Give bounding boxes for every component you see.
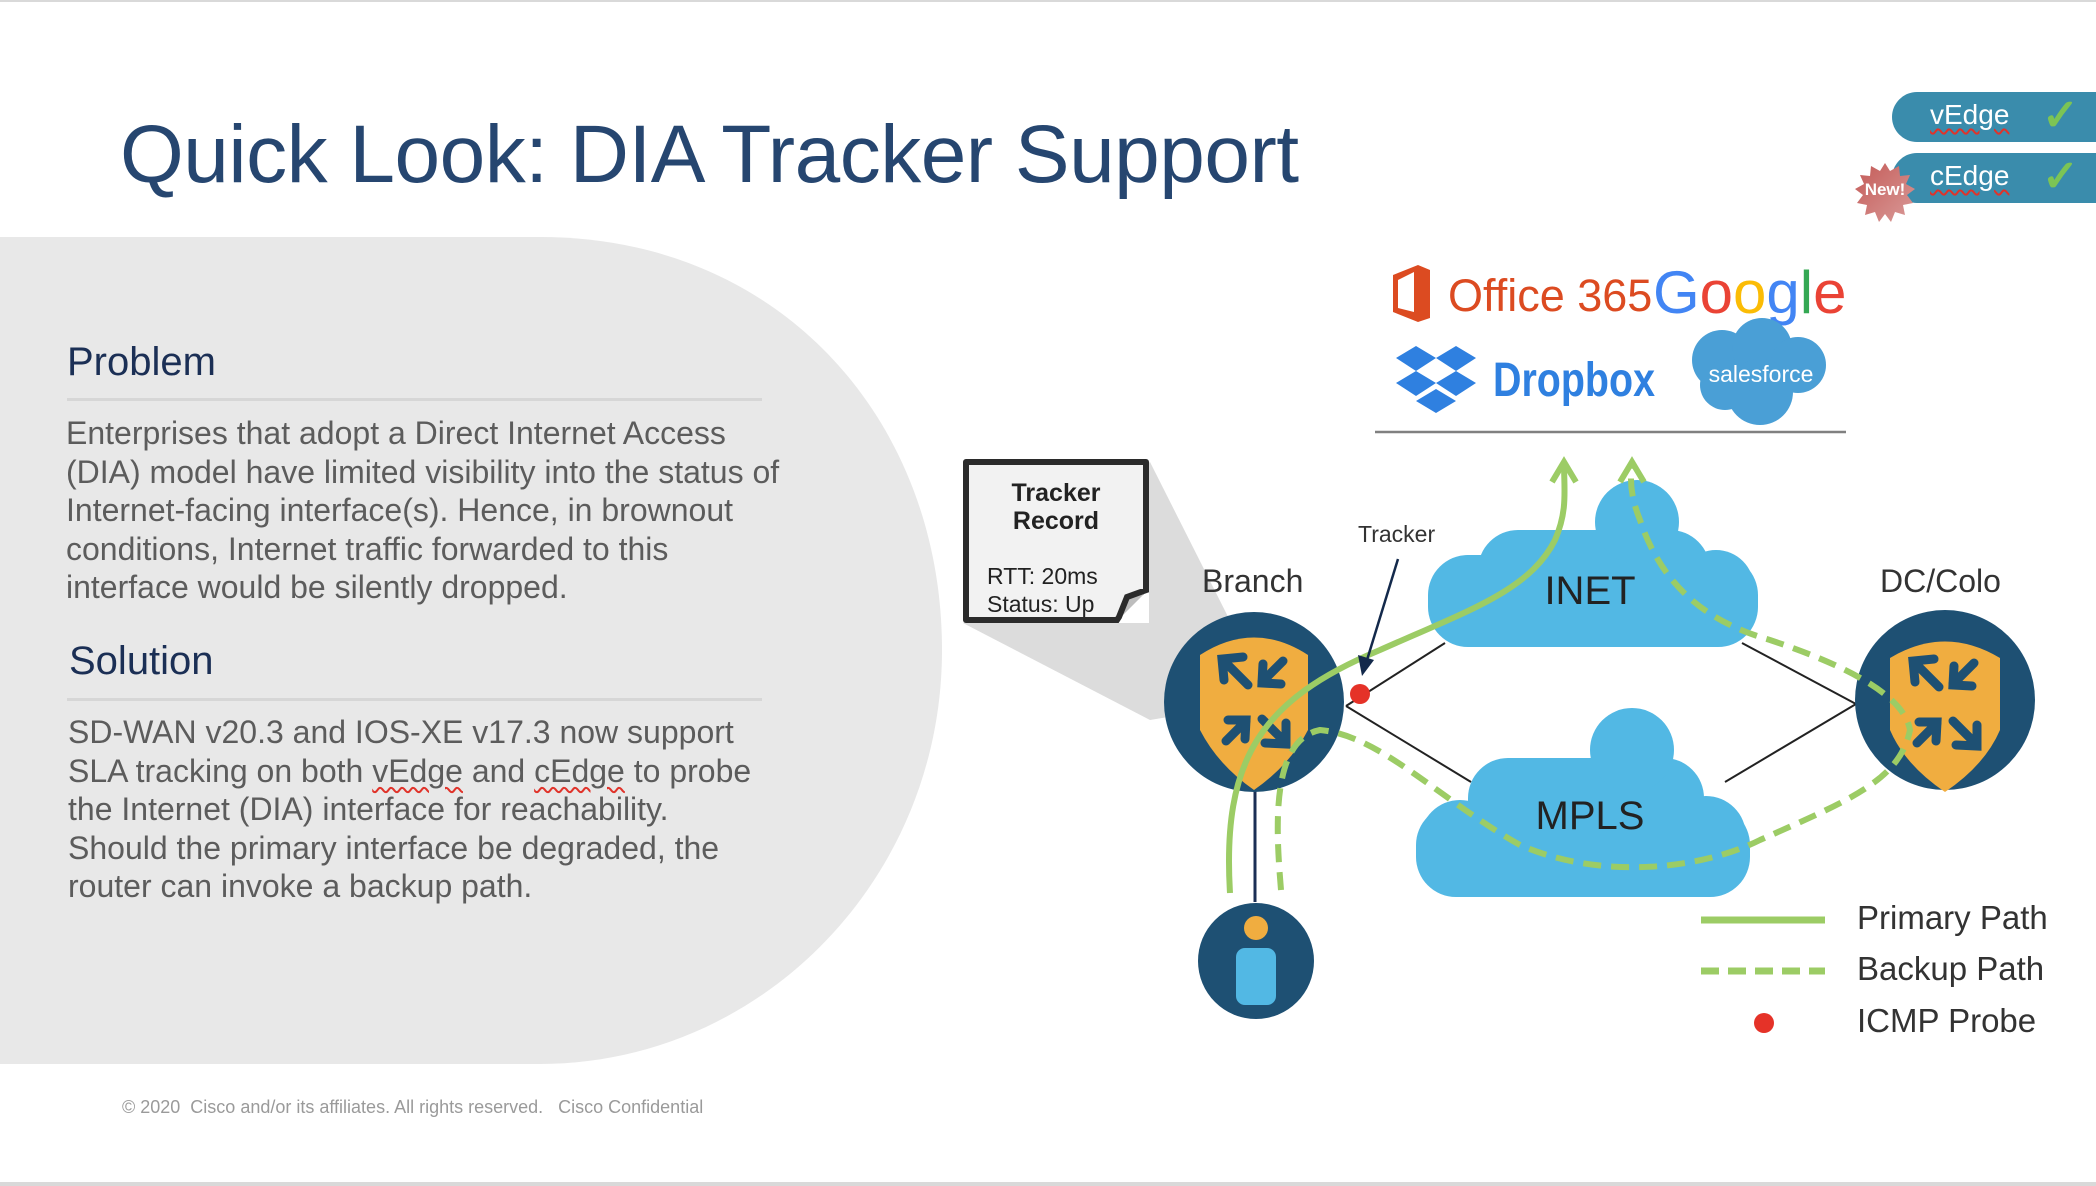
slide-title: Quick Look: DIA Tracker Support [120, 109, 1299, 200]
rtt-value: RTT: 20ms [987, 563, 1098, 589]
solution-line: SD-WAN v20.3 and IOS-XE v17.3 now suppor… [68, 714, 734, 750]
google-letter: o [1700, 259, 1733, 326]
google-logo: Google [1653, 259, 1847, 326]
solution-text: SD-WAN v20.3 and IOS-XE v17.3 now suppor… [68, 713, 828, 906]
dc-router-icon [1855, 610, 2035, 792]
legend-backup-label: Backup Path [1857, 950, 2045, 987]
tracker-record-note: Tracker Record RTT: 20ms Status: Up [963, 459, 1149, 623]
inet-cloud [1428, 480, 1758, 647]
text-run: and [462, 752, 535, 789]
office365-icon [1393, 265, 1430, 322]
salesforce-cloud-icon [1692, 318, 1826, 425]
legend-probe-label: ICMP Probe [1857, 1002, 2037, 1039]
vedge-badge: vEdge ✓ [1892, 91, 2096, 142]
new-badge-label: New! [1864, 180, 1906, 199]
cedge-term: cEdge [534, 752, 625, 789]
dc-colo-label: DC/Colo [1880, 563, 2001, 599]
google-letter: e [1813, 259, 1846, 326]
footer-copyright: © 2020 Cisco and/or its affiliates. All … [122, 1097, 704, 1117]
tracker-label: Tracker [1358, 521, 1436, 547]
mpls-cloud [1416, 708, 1750, 897]
cedge-badge: cEdge ✓ [1892, 152, 2096, 203]
user-icon [1198, 903, 1314, 1019]
problem-line: conditions, Internet traffic forwarded t… [66, 530, 669, 567]
top-border [0, 0, 2096, 2]
vedge-term: vEdge [372, 752, 463, 789]
primary-path-arrow [1549, 456, 1579, 484]
problem-text: Enterprises that adopt a Direct Internet… [66, 414, 826, 607]
legend-probe-swatch [1754, 1013, 1774, 1033]
problem-line: (DIA) model have limited visibility into… [66, 453, 780, 490]
vedge-badge-label: vEdge [1930, 99, 2010, 130]
problem-line: interface would be silently dropped. [66, 569, 568, 605]
solution-line: SLA tracking on both vEdge and cEdge to … [68, 752, 828, 791]
title-line: Record [1012, 507, 1100, 535]
text-run: SLA tracking on both [68, 752, 373, 789]
dropbox-logo-text: Dropbox [1493, 354, 1655, 407]
dropbox-icon [1396, 346, 1476, 413]
google-letter: o [1733, 259, 1766, 326]
branch-label: Branch [1202, 563, 1304, 599]
problem-divider [67, 398, 762, 401]
new-star-badge: New! [1854, 162, 1916, 224]
primary-path [1226, 461, 1568, 894]
backup-path-arrow [1617, 456, 1647, 484]
text-run: to probe [624, 752, 752, 789]
tracker-pointer-line [1365, 558, 1400, 661]
status-value: Status: Up [987, 591, 1095, 617]
problem-line: Enterprises that adopt a Direct Internet… [66, 415, 726, 451]
problem-heading: Problem [67, 340, 216, 384]
branch-router-icon [1164, 612, 1344, 792]
inet-label: INET [1544, 569, 1635, 613]
mpls-label: MPLS [1536, 794, 1645, 838]
solution-line: the Internet (DIA) interface for reachab… [68, 791, 669, 827]
office365-logo-text: Office 365 [1448, 270, 1652, 321]
solution-line: router can invoke a backup path. [68, 868, 533, 904]
star-burst-icon [1855, 163, 1915, 222]
google-letter: g [1766, 259, 1799, 326]
legend-primary-label: Primary Path [1857, 899, 2048, 936]
solution-line: Should the primary interface be degraded… [68, 829, 720, 866]
google-letter: l [1800, 259, 1813, 326]
solution-heading: Solution [69, 639, 214, 683]
icmp-probe-dot [1350, 684, 1370, 704]
checkmark-icon: ✓ [2042, 152, 2079, 201]
solution-divider [67, 698, 762, 701]
problem-line: Internet-facing interface(s). Hence, in … [66, 492, 733, 528]
tracker-record-title: Tracker Record [969, 479, 1143, 535]
bottom-border [0, 1182, 2096, 1186]
google-letter: G [1653, 259, 1700, 326]
salesforce-logo-text: salesforce [1709, 361, 1814, 387]
page-curl-icon [1115, 589, 1149, 623]
checkmark-icon: ✓ [2042, 91, 2079, 140]
title-line: Tracker [1011, 479, 1101, 507]
cedge-badge-label: cEdge [1930, 160, 2010, 191]
tracker-pointer-arrowhead [1358, 655, 1374, 676]
backup-path [1274, 461, 1914, 891]
